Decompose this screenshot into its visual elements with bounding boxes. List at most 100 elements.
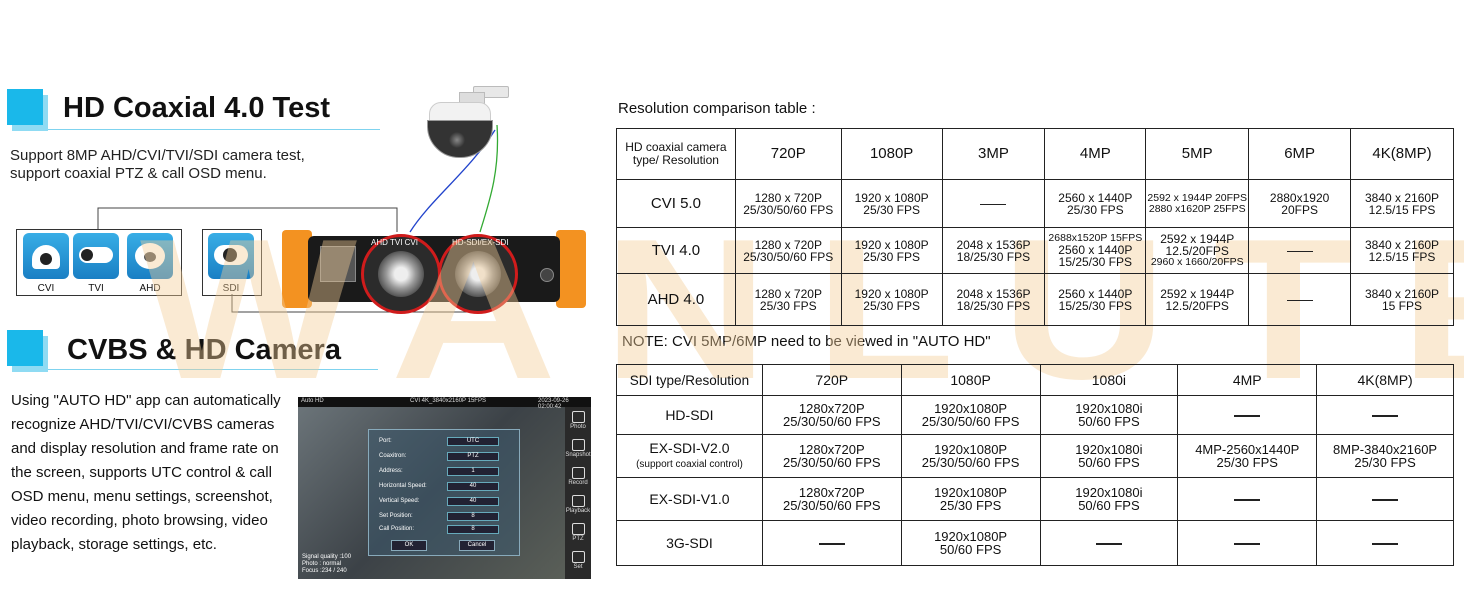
ok-button[interactable]: OK [391, 540, 427, 551]
ceiling-camera-icon [127, 233, 173, 279]
desc-line: Using "AUTO HD" app can automatically [11, 392, 281, 409]
side-menu-set[interactable]: Set [565, 551, 591, 570]
side-menu-label: Record [568, 480, 588, 486]
side-menu-playback[interactable]: Playback [565, 495, 591, 514]
cell-line: 1920 x 1080P [854, 286, 929, 301]
empty-dash [1372, 415, 1399, 417]
table-cell [1039, 520, 1179, 566]
table-cell [1316, 477, 1454, 521]
cell-line: 1280 x 720P [754, 190, 822, 205]
cell-line: 25/30/50/60 FPS [782, 455, 881, 470]
desc-line: Support 8MP AHD/CVI/TVI/SDI camera test, [10, 147, 305, 164]
dialog-value[interactable]: UTC [447, 437, 499, 446]
row-name: HD-SDI [665, 406, 714, 423]
cell-line: 50/60 FPS [1078, 414, 1140, 429]
device-screenshot: Auto HD CVI 4K_3840x2160P 15FPS 2023-09-… [298, 397, 591, 579]
bnc-port-analog[interactable] [361, 234, 441, 314]
dialog-value[interactable]: 8 [447, 512, 499, 521]
desc-line: recognize AHD/TVI/CVI/CVBS cameras [11, 416, 275, 433]
cell-line: 2048 x 1536P [956, 237, 1031, 252]
column-header: 4K(8MP) [1350, 128, 1454, 180]
row-name: EX-SDI-V1.0 [649, 490, 730, 507]
cell-line: 1280 x 720P [754, 237, 822, 252]
accent-square [7, 89, 43, 125]
lan-port-icon [320, 246, 356, 282]
table-cell [1177, 477, 1318, 521]
dialog-value[interactable]: 1 [447, 467, 499, 476]
section-title-hd-coaxial: HD Coaxial 4.0 Test [63, 92, 331, 124]
column-header: 1080P [840, 128, 943, 180]
row-header: CVI 5.0 [616, 179, 736, 228]
bnc-port-sdi[interactable] [438, 234, 518, 314]
cell-line: 1280x720P [798, 442, 865, 457]
cell-line: 25/30/50/60 FPS [743, 249, 834, 264]
cell-line: 12.5/20FPS [1165, 244, 1229, 258]
side-menu-label: Set [573, 564, 583, 570]
cancel-button[interactable]: Cancel [459, 540, 495, 551]
cell-line: 25/30 FPS [863, 298, 920, 313]
dialog-value[interactable]: 8 [447, 525, 499, 534]
side-menu-ptz[interactable]: PTZ [565, 523, 591, 542]
empty-dash [1095, 543, 1122, 545]
cell-line: 25/30/50/60 FPS [921, 455, 1020, 470]
empty-dash [1234, 499, 1261, 501]
dialog-label: Coaxitron: [379, 453, 407, 459]
signal-info: Signal quality :100 Photo : normal Focus… [302, 554, 351, 575]
sdi-camera-icon [208, 233, 254, 279]
cell-line: 25/30 FPS [863, 249, 920, 264]
camera-label-tvi: TVI [88, 283, 104, 294]
table-cell [1316, 520, 1454, 566]
dialog-value[interactable]: 40 [447, 497, 499, 506]
side-menu-record[interactable]: Record [565, 467, 591, 486]
side-menu-snapshot[interactable]: Snapshot [565, 439, 591, 458]
power-button-icon[interactable] [540, 268, 554, 282]
tools-icon [571, 551, 585, 563]
device-bumper-left [282, 230, 312, 308]
dialog-value[interactable]: 40 [447, 482, 499, 491]
dialog-label: Call Position: [379, 526, 415, 532]
cell-line: 1920x1080P [934, 529, 1008, 544]
desc-line: OSD menu, menu settings, screenshot, [11, 488, 273, 505]
cell-line: 25/30 FPS [1354, 455, 1416, 470]
table-cell [941, 179, 1046, 228]
title-underline [48, 129, 380, 130]
empty-dash [1234, 415, 1261, 417]
cell-line: 25/30 FPS [1216, 455, 1278, 470]
cell-line: 8MP-3840x2160P [1333, 442, 1438, 457]
cell-line: 3840 x 2160P [1364, 237, 1440, 252]
port-label-sdi: HD-SDI/EX-SDI [452, 238, 509, 247]
column-header: 720P [761, 364, 902, 396]
cell-line: 1280x720P [798, 485, 865, 500]
cell-line: 2592 x 1944P 20FPS [1147, 191, 1248, 204]
record-icon [571, 467, 585, 479]
cell-line: 1920 x 1080P [854, 190, 929, 205]
dialog-label: Address: [379, 468, 403, 474]
cell-line: 2048 x 1536P [956, 286, 1031, 301]
column-header: 4MP [1044, 128, 1147, 180]
cell-line: 50/60 FPS [939, 542, 1002, 557]
dialog-value[interactable]: PTZ [447, 452, 499, 461]
cell-line: 50/60 FPS [1078, 455, 1140, 470]
photo-icon [571, 411, 585, 423]
side-menu-photo[interactable]: Photo [565, 411, 591, 430]
cell-line: 25/30 FPS [939, 498, 1002, 513]
cell-line: 25/30 FPS [863, 202, 920, 217]
